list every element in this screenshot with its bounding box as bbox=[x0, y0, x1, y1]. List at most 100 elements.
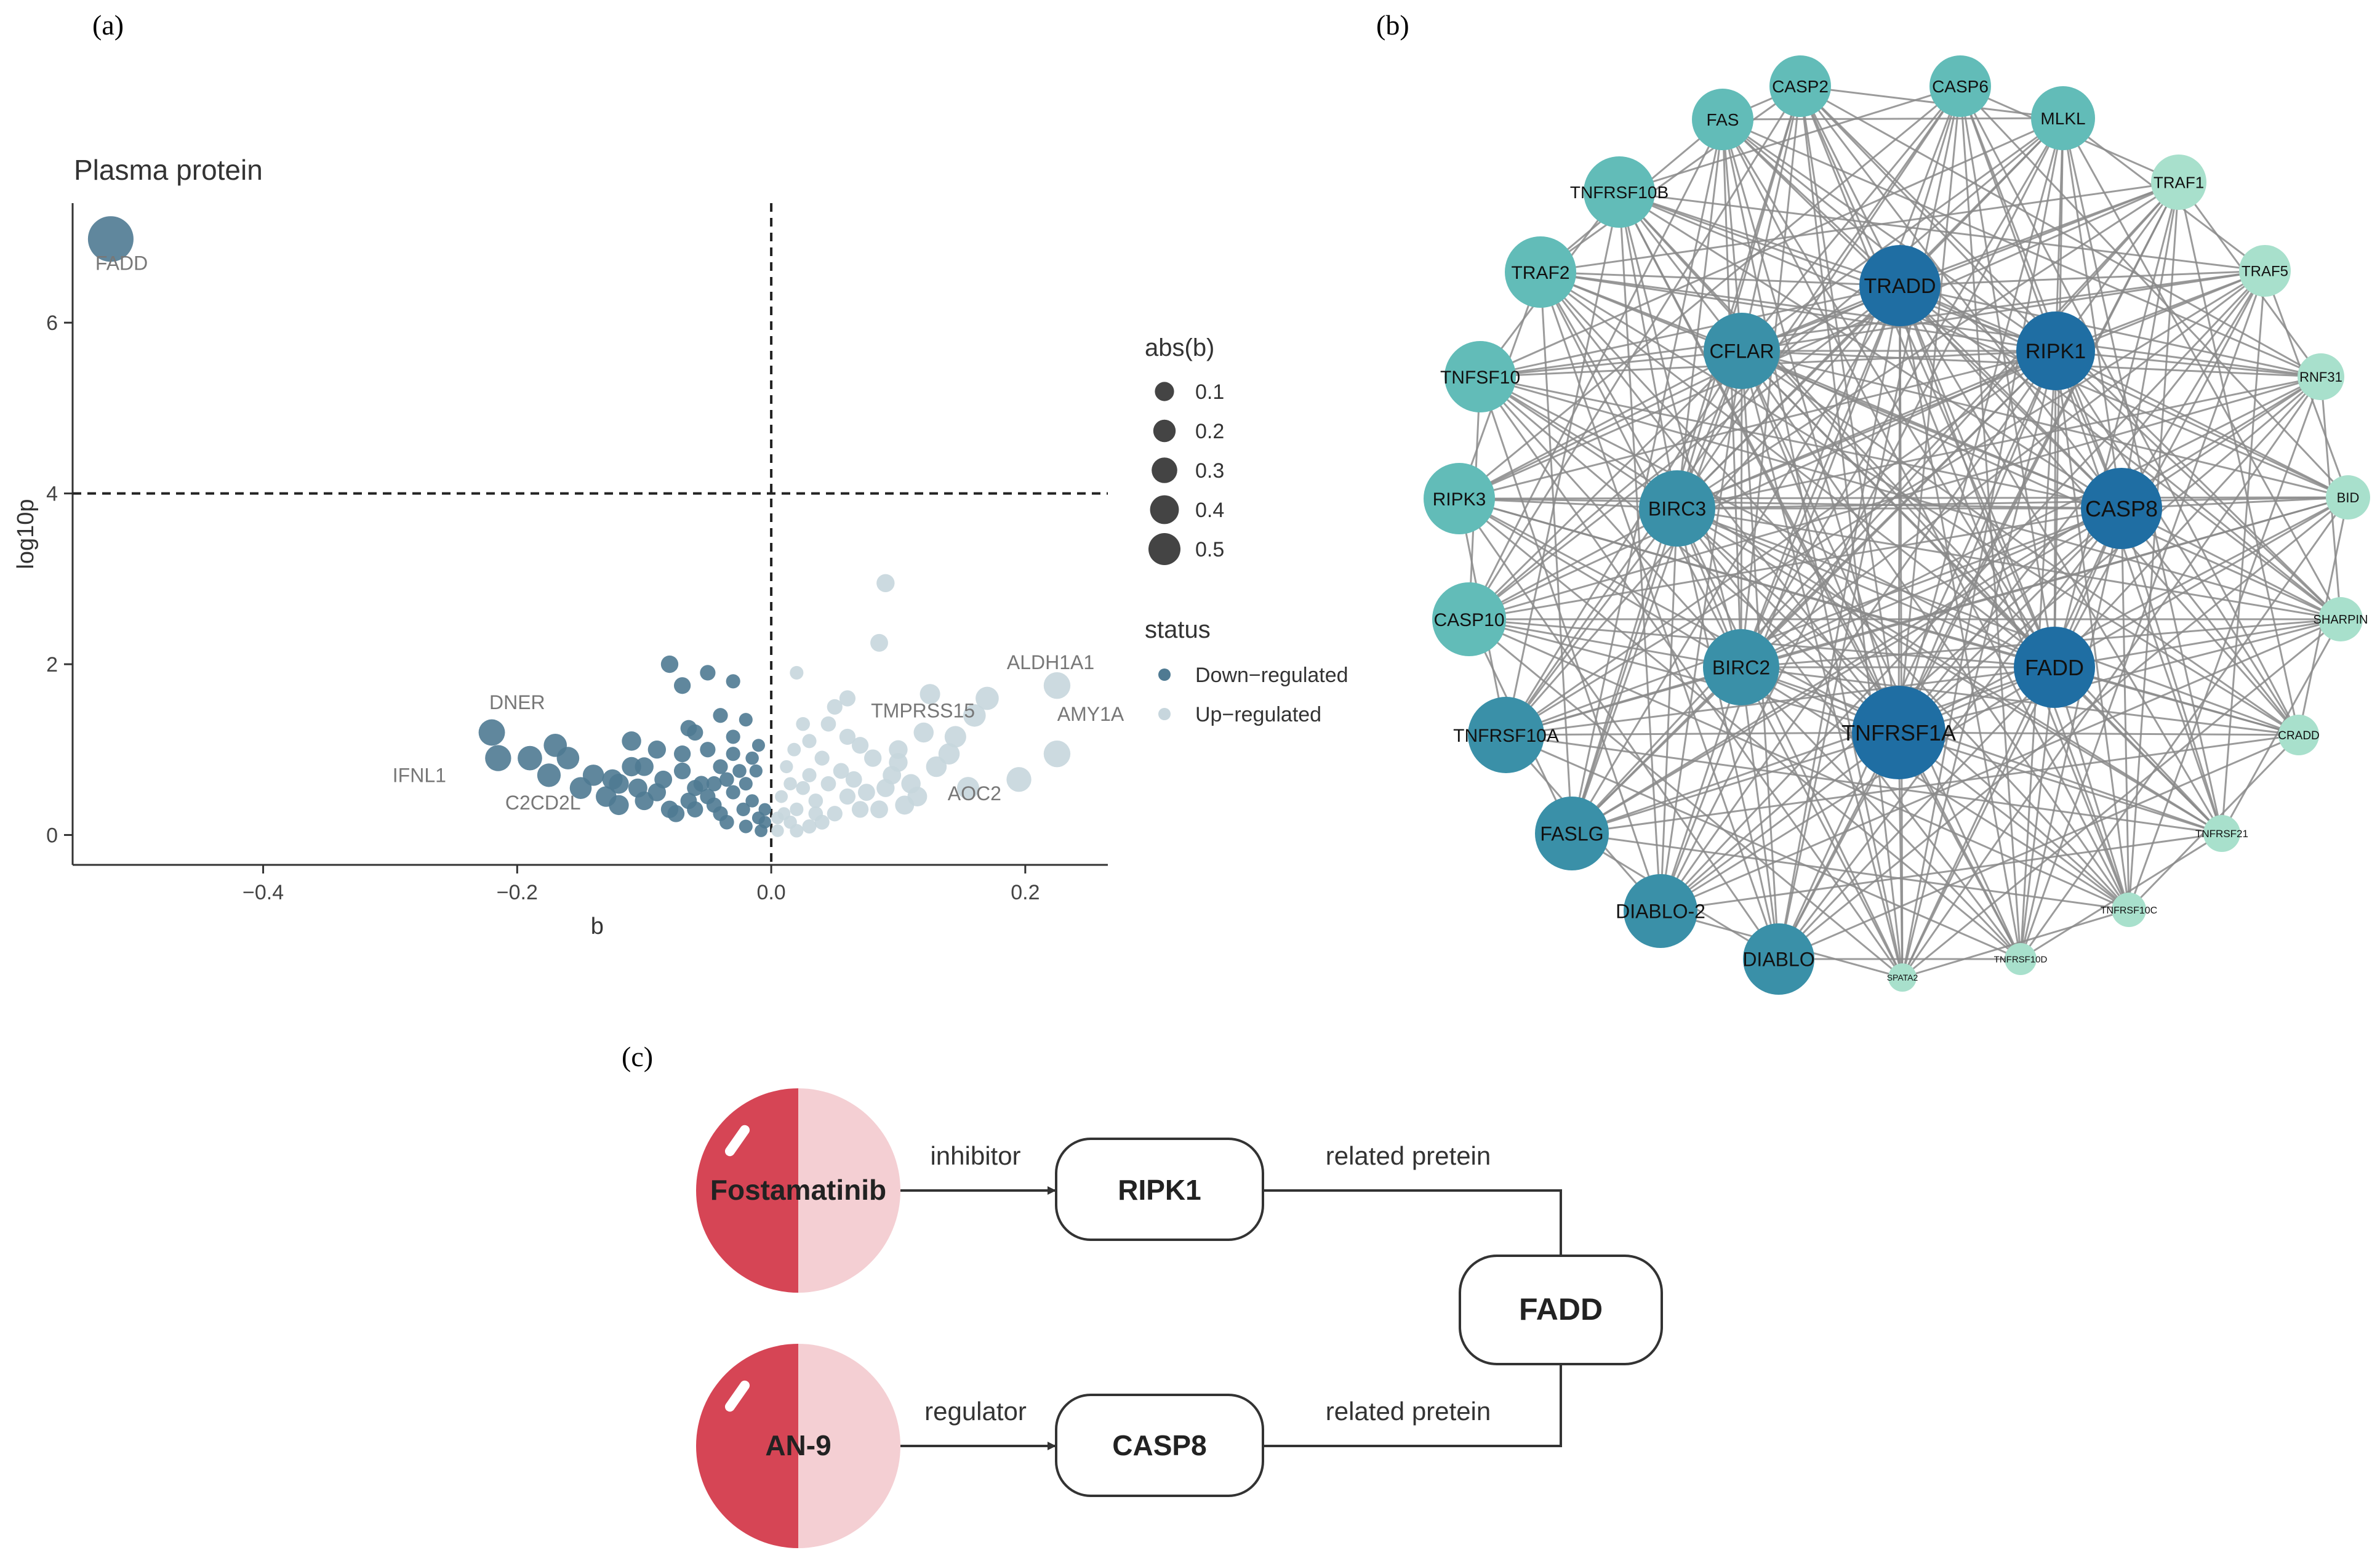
network-node-circle bbox=[2005, 943, 2037, 975]
network-node-circle bbox=[2326, 475, 2370, 520]
network-edge bbox=[2121, 507, 2341, 620]
network-edge bbox=[2019, 508, 2123, 960]
network-edge bbox=[1897, 507, 2123, 734]
data-point bbox=[839, 728, 856, 745]
network-node-label: CRADD bbox=[2278, 729, 2320, 742]
network-edge bbox=[1741, 496, 2349, 669]
data-point bbox=[864, 749, 882, 767]
network-node-circle bbox=[2112, 893, 2146, 927]
network-edge bbox=[1777, 86, 1961, 960]
network-edge bbox=[1778, 734, 2299, 960]
network-node-circle bbox=[2016, 311, 2095, 390]
network-edge bbox=[1618, 191, 1662, 912]
network-edge bbox=[1676, 86, 1961, 509]
network-node-circle bbox=[1859, 245, 1941, 326]
network-edge bbox=[1571, 285, 1901, 834]
network-edge bbox=[1777, 285, 1901, 960]
network-edge bbox=[1676, 119, 1724, 509]
network-edge bbox=[1540, 85, 1801, 273]
data-point bbox=[845, 771, 862, 788]
data-point bbox=[87, 216, 134, 262]
highlight-mark bbox=[724, 1380, 750, 1412]
data-point bbox=[889, 753, 908, 772]
data-point bbox=[673, 677, 691, 694]
network-edge bbox=[1677, 507, 2299, 736]
network-edge bbox=[1659, 350, 2057, 912]
data-point bbox=[851, 737, 869, 754]
data-point bbox=[787, 742, 801, 757]
data-point bbox=[719, 814, 734, 830]
network-edge bbox=[1959, 86, 2056, 668]
network-edge bbox=[2120, 270, 2266, 509]
network-edge bbox=[1899, 285, 2056, 668]
network-node-label: TRAF2 bbox=[1511, 263, 1569, 283]
network-edge bbox=[1659, 350, 1743, 912]
network-edge bbox=[2120, 508, 2223, 834]
network-node-label: BID bbox=[2337, 490, 2360, 505]
network-node: TNFRSF10C bbox=[2101, 893, 2157, 927]
data-point bbox=[802, 819, 817, 834]
network-edge bbox=[1571, 832, 2130, 911]
network-node-label: CASP6 bbox=[1932, 77, 1989, 96]
network-edge bbox=[1540, 181, 2179, 273]
network-edge bbox=[1741, 86, 1961, 351]
network-edge bbox=[1459, 284, 1901, 500]
network-edge bbox=[1741, 507, 2122, 669]
network-edge bbox=[1505, 350, 1743, 736]
data-point bbox=[713, 759, 728, 774]
network-edge bbox=[2062, 118, 2342, 620]
network-edge bbox=[2128, 182, 2180, 910]
network-edge bbox=[1468, 618, 1899, 734]
network-edge bbox=[1899, 285, 2130, 910]
network-node-circle bbox=[1703, 629, 1779, 705]
network-edge bbox=[2055, 350, 2322, 378]
legend-size-label: 0.1 bbox=[1195, 380, 1224, 404]
network-node: CASP2 bbox=[1769, 55, 1831, 117]
data-point bbox=[820, 716, 836, 732]
network-node-circle bbox=[2081, 468, 2162, 549]
highlight-mark bbox=[724, 1125, 750, 1157]
network-edge bbox=[2054, 350, 2130, 910]
point-annotation: TMPRSS15 bbox=[871, 699, 975, 721]
network-edge bbox=[1480, 375, 1899, 734]
network-edge bbox=[1659, 285, 1901, 912]
network-edge bbox=[1480, 375, 2122, 510]
data-point bbox=[775, 790, 788, 803]
network-node-circle bbox=[2318, 597, 2363, 641]
data-point bbox=[963, 704, 986, 727]
network-edge bbox=[1777, 666, 2056, 960]
drug-fostamatinib: Fostamatinib bbox=[696, 1088, 900, 1293]
network-node: TRADD bbox=[1859, 245, 1941, 326]
network-node-circle bbox=[1769, 55, 1831, 117]
data-point bbox=[790, 665, 804, 680]
network-edge bbox=[2053, 182, 2180, 668]
data-point bbox=[796, 717, 810, 731]
network-edge bbox=[1618, 191, 1742, 668]
network-edge bbox=[1741, 350, 2341, 620]
legend-size-marker bbox=[1155, 382, 1174, 401]
legend-status-title: status bbox=[1145, 616, 1211, 643]
data-point bbox=[537, 763, 561, 787]
network-edge bbox=[1571, 375, 2322, 835]
network-edge bbox=[1468, 507, 1678, 620]
network-edge bbox=[1539, 271, 1742, 668]
network-node-circle bbox=[1535, 797, 1609, 870]
network-edge bbox=[1618, 191, 1678, 509]
legend-size-label: 0.5 bbox=[1195, 538, 1224, 561]
network-edge bbox=[1677, 350, 2056, 510]
network-edge bbox=[1721, 119, 1900, 733]
network-node: RNF31 bbox=[2298, 353, 2344, 400]
network-edge bbox=[1740, 666, 2022, 960]
data-point bbox=[920, 684, 940, 705]
data-point bbox=[876, 574, 895, 592]
chart-title: Plasma protein bbox=[74, 154, 263, 186]
drug-flow-diagram: Fostamatinib AN-9 inhibitor regulator RI… bbox=[696, 1088, 1663, 1548]
legend-size-label: 0.4 bbox=[1195, 499, 1224, 522]
data-point bbox=[739, 713, 753, 727]
data-point bbox=[745, 751, 759, 765]
data-point bbox=[870, 800, 888, 819]
data-point bbox=[478, 719, 505, 746]
network-edge bbox=[1479, 375, 1742, 669]
legend-status-label: Down−regulated bbox=[1195, 664, 1348, 687]
network-node: TRAF1 bbox=[2151, 155, 2206, 210]
